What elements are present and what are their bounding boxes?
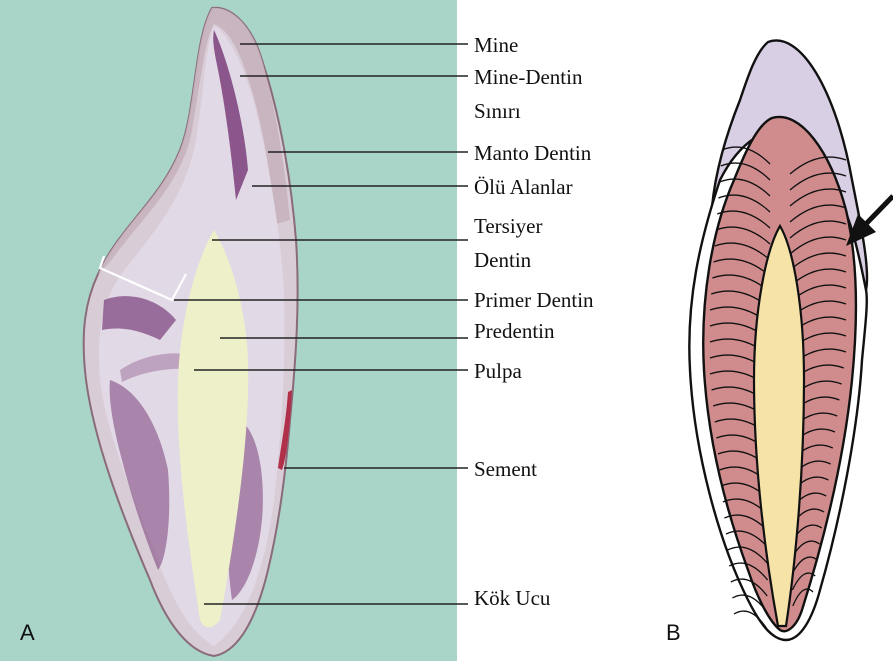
- label-tersiyer-dentin-line2: Dentin: [474, 248, 532, 272]
- label-primer-dentin-line1: Primer Dentin: [474, 288, 594, 312]
- label-primer-dentin: Primer Dentin: [474, 288, 594, 312]
- panel-a-letter: A: [20, 620, 35, 645]
- label-pulpa: Pulpa: [474, 359, 523, 383]
- label-olu-alanlar-line1: Ölü Alanlar: [474, 175, 573, 199]
- label-mine: Mine: [474, 33, 518, 57]
- label-mine-line1: Mine: [474, 33, 518, 57]
- panel-b-letter: B: [666, 620, 681, 645]
- label-tersiyer-dentin: Tersiyer Dentin: [474, 214, 548, 272]
- label-pulpa-line1: Pulpa: [474, 359, 523, 383]
- label-mine-dentin-siniri-line1: Mine-Dentin: [474, 65, 583, 89]
- panel-a: A: [0, 0, 468, 661]
- label-kok-ucu-line1: Kök Ucu: [474, 586, 551, 610]
- label-olu-alanlar: Ölü Alanlar: [474, 175, 573, 199]
- panel-b: B: [666, 40, 893, 645]
- label-kok-ucu: Kök Ucu: [474, 586, 551, 610]
- label-manto-dentin: Manto Dentin: [474, 141, 592, 165]
- label-manto-dentin-line1: Manto Dentin: [474, 141, 592, 165]
- label-predentin-line1: Predentin: [474, 319, 555, 343]
- label-sement-line1: Sement: [474, 457, 537, 481]
- label-mine-dentin-siniri: Mine-Dentin Sınırı: [474, 65, 588, 123]
- label-sement: Sement: [474, 457, 537, 481]
- label-mine-dentin-siniri-line2: Sınırı: [474, 99, 521, 123]
- label-predentin: Predentin: [474, 319, 555, 343]
- label-tersiyer-dentin-line1: Tersiyer: [474, 214, 543, 238]
- label-column: Mine Mine-Dentin Sınırı Manto Dentin Ölü…: [474, 33, 594, 610]
